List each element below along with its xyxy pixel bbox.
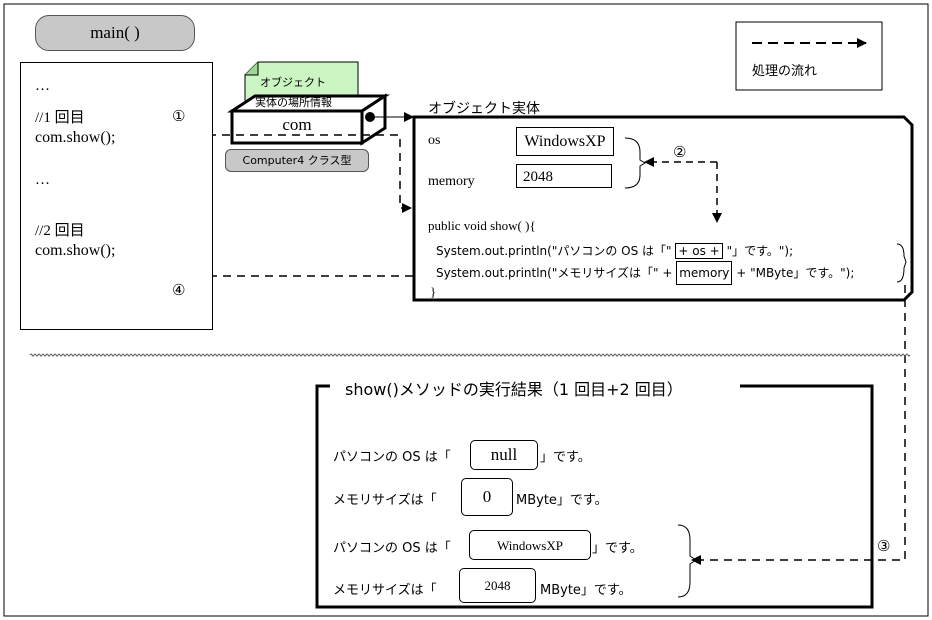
field-name-memory: memory: [428, 174, 475, 189]
result-text: 」です。: [592, 541, 643, 556]
note-line: オブジェクト: [260, 76, 326, 89]
field-value-memory: 2048: [516, 164, 612, 188]
main-method-label: main( ): [35, 15, 195, 51]
code-segment: "」です。");: [726, 244, 794, 258]
method-close: }: [430, 284, 437, 299]
boxed-memory: memory: [676, 261, 733, 285]
println-os: System.out.println("パソコンの OS は「" + os + …: [436, 242, 793, 259]
note-line: 実体の場所情報: [255, 96, 332, 109]
method-signature: public void show( ){: [428, 218, 536, 233]
boxed-os: + os +: [675, 243, 723, 259]
object-box: [412, 115, 914, 302]
result-value-memory-2: 2048: [459, 568, 536, 603]
result-box: [315, 384, 874, 609]
caller-code-box: [20, 62, 213, 330]
code-line: …: [35, 78, 50, 94]
code-line: …: [35, 172, 50, 188]
code-line: //1 回目: [35, 110, 85, 126]
result-value-os-2: WindowsXP: [469, 530, 591, 560]
step-2-label: ②: [673, 143, 687, 161]
result-text: 」です。: [540, 450, 591, 465]
result-text: MByte」です。: [516, 493, 608, 508]
com-box: [230, 109, 364, 145]
legend-label: 処理の流れ: [752, 64, 818, 79]
reference-dot: [365, 112, 375, 122]
step-3-label: ③: [877, 537, 891, 555]
field-name-os: os: [428, 133, 441, 148]
code-line: //2 回目: [35, 223, 85, 239]
code-segment: System.out.println("メモリサイズは「" +: [436, 266, 673, 280]
println-memory: System.out.println("メモリサイズは「" + memory +…: [436, 261, 855, 285]
step-1-label: ①: [172, 107, 186, 125]
outer-frame: [3, 3, 929, 617]
separator: [29, 353, 911, 357]
result-text: メモリサイズは「: [333, 583, 437, 598]
result-text: メモリサイズは「: [333, 493, 437, 508]
legend-box: [735, 21, 883, 91]
object-label: オブジェクト実体: [428, 101, 540, 117]
result-value-os-1: null: [470, 440, 538, 470]
code-line: com.show();: [35, 242, 116, 259]
variable-name: com: [282, 115, 312, 134]
class-type-label: Computer4 クラス型: [225, 149, 369, 172]
result-text: パソコンの OS は「: [333, 450, 451, 465]
result-title: show()メソッドの実行結果（1 回目+2 回目）: [345, 380, 683, 399]
code-segment: + "MByte」です。");: [736, 266, 855, 280]
result-text: MByte」です。: [540, 583, 632, 598]
result-value-memory-1: 0: [461, 478, 513, 516]
code-segment: System.out.println("パソコンの OS は「": [436, 244, 672, 258]
field-value-os: WindowsXP: [516, 127, 614, 156]
result-text: パソコンの OS は「: [333, 541, 451, 556]
result-row: パソコンの OS は「: [333, 446, 451, 465]
code-line: com.show();: [35, 129, 116, 146]
step-4-label: ④: [172, 281, 186, 299]
